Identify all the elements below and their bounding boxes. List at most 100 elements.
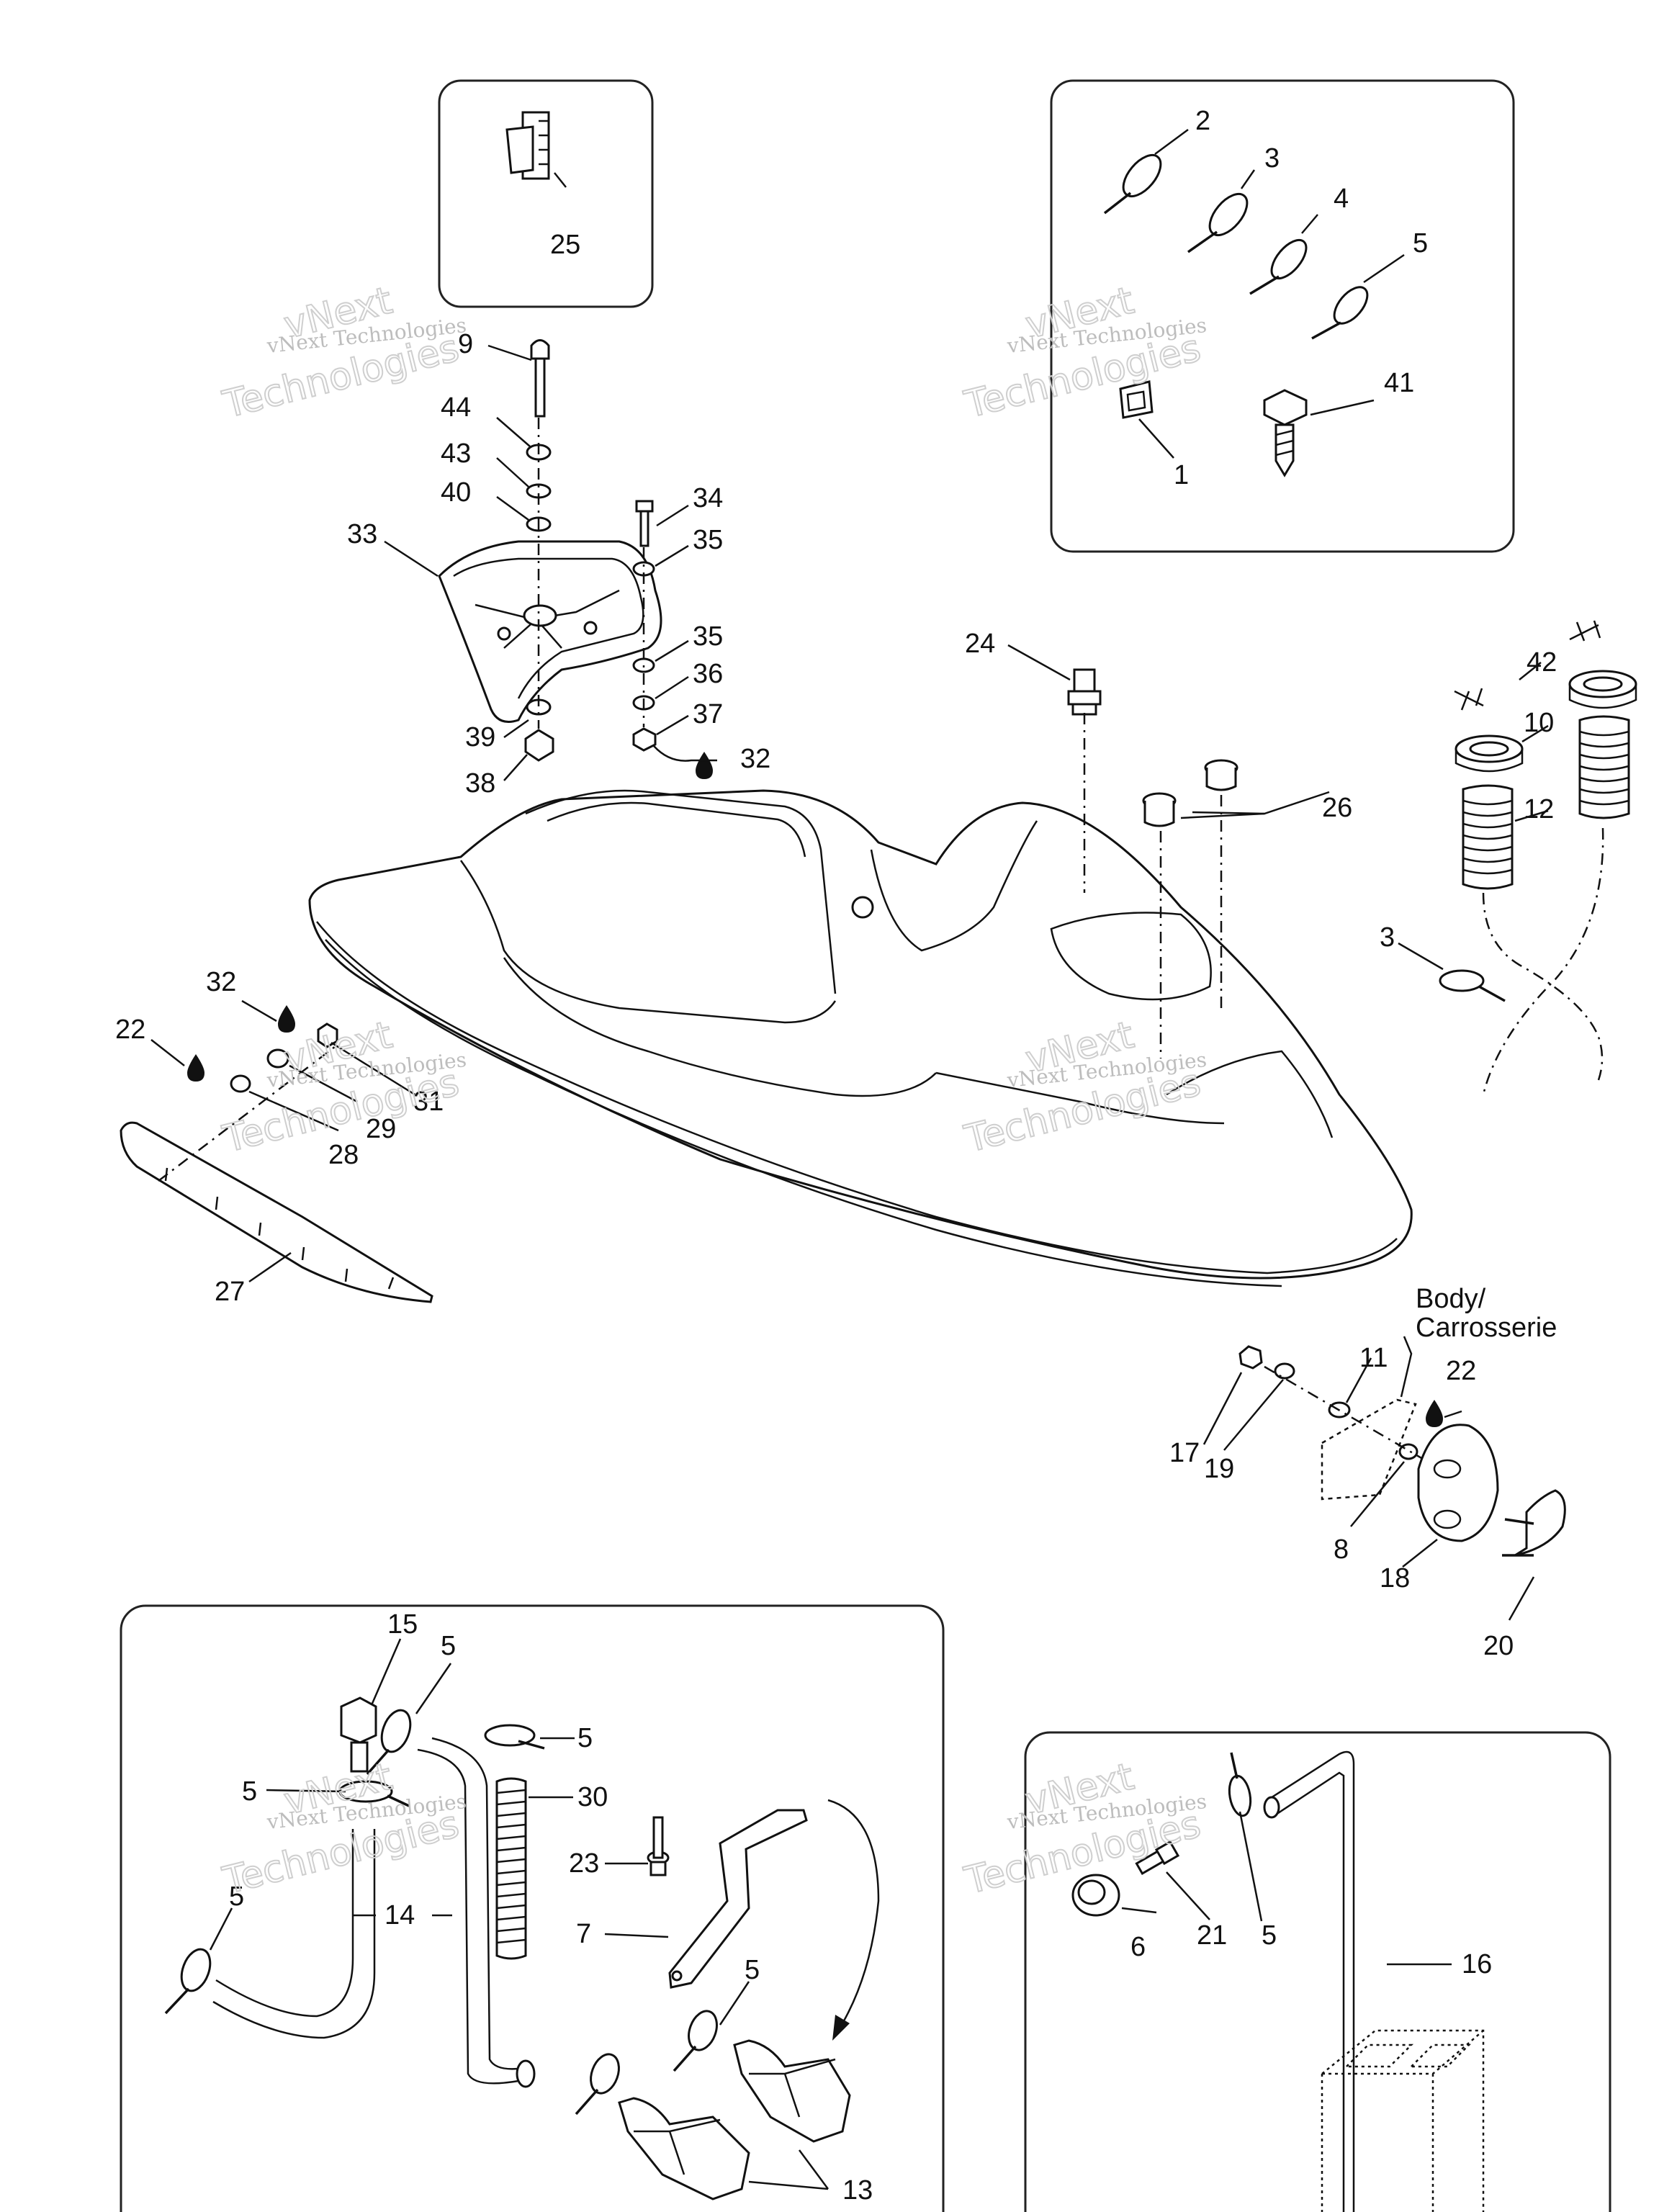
callout-32: 32 — [740, 744, 770, 774]
callout-44: 44 — [441, 392, 471, 423]
callout-39: 39 — [465, 722, 495, 752]
callout-5-c: 5 — [242, 1776, 257, 1807]
callout-5: 5 — [1413, 228, 1428, 258]
washer-28 — [230, 1074, 251, 1093]
leader-lines — [150, 128, 1549, 2190]
callout-37: 37 — [693, 699, 723, 729]
tube-16 — [1263, 1750, 1355, 2212]
callout-5-a: 5 — [441, 1631, 456, 1661]
handlebar-assembly — [438, 540, 662, 723]
drop-icon-32-left — [278, 1005, 295, 1033]
callout-28: 28 — [328, 1140, 359, 1170]
callout-19: 19 — [1204, 1454, 1234, 1484]
callout-21: 21 — [1197, 1920, 1227, 1951]
callout-17: 17 — [1169, 1438, 1200, 1468]
callout-numbers: 25 9 44 43 40 33 34 35 35 36 37 32 39 38… — [115, 106, 1557, 2206]
cable-tie-5-a — [366, 1709, 412, 1776]
callout-13: 13 — [842, 2175, 873, 2206]
callout-18: 18 — [1380, 1563, 1410, 1593]
bellows-12-left — [1462, 784, 1514, 890]
callout-24: 24 — [965, 629, 995, 659]
cable-tie-2 — [1103, 154, 1162, 215]
washer-29 — [266, 1048, 289, 1069]
drop-icon-22-left — [187, 1054, 204, 1082]
inset-box-tube — [1024, 1731, 1611, 2212]
cable-tie-5-e — [673, 2010, 718, 2072]
body-label-line2: Carrosserie — [1416, 1313, 1557, 1343]
rivet-23 — [647, 1816, 670, 1876]
callout-1: 1 — [1174, 460, 1189, 490]
rub-rail-27 — [120, 1121, 433, 1303]
cable-tie-4 — [1249, 238, 1308, 295]
callout-10: 10 — [1524, 708, 1554, 738]
grommet-10-right — [1568, 670, 1637, 709]
callout-6: 6 — [1130, 1932, 1146, 1962]
hose-path-left — [1482, 892, 1604, 1081]
callout-5-d: 5 — [229, 1881, 244, 1912]
watermark-1: vNext vNext Technologies Technologies — [218, 279, 468, 428]
cable-tie-5-d — [164, 1948, 212, 2015]
callout-33: 33 — [347, 519, 377, 549]
cable-tie-5-b — [484, 1724, 545, 1750]
inset-box-ties — [1050, 79, 1515, 553]
callout-23: 23 — [569, 1848, 599, 1879]
callout-35: 35 — [693, 525, 723, 555]
callout-5-f: 5 — [1262, 1920, 1277, 1951]
fitting-21 — [1135, 1840, 1180, 1875]
drop-icon-32-top — [696, 752, 713, 779]
spring-30 — [495, 1777, 527, 1960]
callout-36: 36 — [693, 659, 723, 689]
callout-30: 30 — [577, 1782, 608, 1812]
clip-42-right — [1569, 620, 1601, 642]
callout-38: 38 — [465, 768, 495, 799]
grommet-10-left — [1455, 734, 1524, 773]
callout-5-e: 5 — [745, 1955, 760, 1985]
inset-box-hoses — [120, 1604, 945, 2212]
bellows-12-right — [1578, 715, 1630, 819]
nut-17 — [1238, 1345, 1263, 1370]
callout-42: 42 — [1527, 647, 1557, 678]
callout-9: 9 — [458, 329, 473, 359]
callout-2: 2 — [1195, 106, 1210, 136]
plug-26-right — [1204, 759, 1238, 791]
body-label-line1: Body/ — [1416, 1284, 1486, 1314]
routing-arrow — [827, 1799, 880, 2024]
callout-4: 4 — [1334, 184, 1349, 214]
cable-tie-5 — [1311, 286, 1369, 340]
callout-16: 16 — [1462, 1949, 1492, 1979]
axis-grab-handle — [1264, 1365, 1441, 1470]
bumper-20 — [1502, 1489, 1566, 1557]
callout-32-left: 32 — [206, 967, 236, 997]
callout-8: 8 — [1334, 1534, 1349, 1565]
callout-29: 29 — [366, 1114, 396, 1144]
grab-handle-18 — [1417, 1424, 1499, 1542]
callout-22: 22 — [115, 1015, 145, 1045]
clip-42-left — [1454, 688, 1484, 711]
plug-6 — [1071, 1874, 1120, 1917]
cable-tie-5-g — [1228, 1752, 1252, 1817]
callout-20: 20 — [1483, 1631, 1514, 1661]
screw-41 — [1263, 389, 1308, 477]
callout-12: 12 — [1524, 794, 1554, 824]
nut-38 — [524, 729, 554, 762]
fitting-15 — [340, 1696, 377, 1773]
callout-15: 15 — [387, 1609, 418, 1640]
bolt-9 — [530, 339, 550, 418]
battery-outline — [1321, 2029, 1485, 2212]
washer-19 — [1274, 1362, 1295, 1380]
fitting-24 — [1067, 668, 1102, 716]
callout-11: 11 — [1359, 1343, 1388, 1373]
callout-34: 34 — [693, 483, 723, 513]
watercraft-hull — [308, 789, 1413, 1287]
callout-25: 25 — [550, 230, 580, 260]
nut-37 — [632, 727, 657, 752]
callout-7: 7 — [576, 1919, 591, 1949]
reservoir-13-lower — [618, 2097, 750, 2200]
reservoir-13-upper — [733, 2039, 851, 2143]
plug-26-left — [1142, 792, 1177, 827]
callout-43: 43 — [441, 439, 471, 469]
callout-22-right: 22 — [1446, 1356, 1476, 1386]
inset-box-25 — [438, 79, 654, 308]
callout-41: 41 — [1384, 368, 1414, 398]
